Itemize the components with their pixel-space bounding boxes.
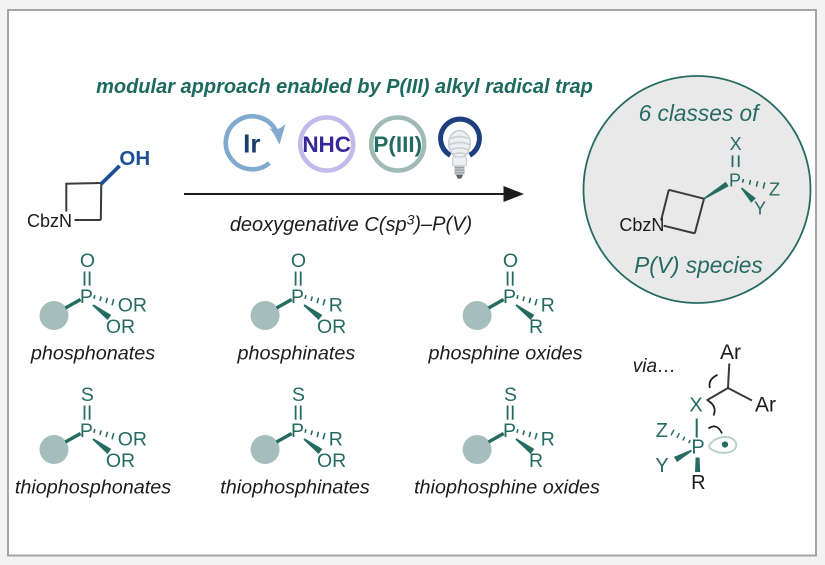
svg-text:R: R — [691, 472, 705, 494]
svg-text:R: R — [541, 429, 555, 451]
svg-text:R: R — [541, 295, 555, 317]
svg-text:O: O — [291, 250, 306, 272]
svg-text:Z: Z — [656, 420, 668, 442]
svg-text:CbzN: CbzN — [619, 215, 664, 235]
svg-text:X: X — [689, 395, 702, 417]
svg-text:OR: OR — [118, 295, 147, 317]
svg-text:OR: OR — [106, 450, 135, 472]
svg-text:R: R — [329, 295, 343, 317]
svg-text:P: P — [503, 420, 516, 442]
svg-text:OH: OH — [119, 147, 150, 170]
svg-text:CbzN: CbzN — [27, 211, 72, 231]
svg-text:thiophosphinates: thiophosphinates — [220, 477, 370, 499]
svg-text:R: R — [329, 429, 343, 451]
svg-text:S: S — [81, 384, 94, 406]
svg-text:P(V) species: P(V) species — [634, 252, 763, 278]
svg-text:6 classes of: 6 classes of — [639, 100, 761, 126]
svg-text:P(III): P(III) — [373, 132, 422, 157]
svg-text:P: P — [691, 437, 704, 459]
svg-text:via…: via… — [633, 356, 676, 377]
svg-text:deoxygenative C(sp3)–P(V): deoxygenative C(sp3)–P(V) — [230, 212, 472, 237]
svg-text:OR: OR — [106, 316, 135, 338]
svg-text:P: P — [729, 171, 741, 191]
svg-text:Ar: Ar — [755, 394, 776, 417]
svg-text:X: X — [730, 134, 742, 154]
svg-text:S: S — [504, 384, 517, 406]
svg-text:P: P — [291, 286, 304, 308]
svg-text:O: O — [503, 250, 518, 272]
svg-text:NHC: NHC — [302, 132, 351, 157]
svg-text:thiophosphonates: thiophosphonates — [15, 477, 171, 499]
svg-text:phosphinates: phosphinates — [237, 343, 356, 365]
svg-text:O: O — [80, 250, 95, 272]
svg-text:OR: OR — [317, 450, 346, 472]
svg-text:P: P — [80, 420, 93, 442]
svg-text:Z: Z — [769, 179, 780, 200]
svg-text:Y: Y — [754, 199, 766, 219]
svg-text:Ir: Ir — [243, 128, 260, 158]
svg-text:thiophosphine oxides: thiophosphine oxides — [414, 477, 600, 499]
svg-text:S: S — [292, 384, 305, 406]
svg-text:phosphine oxides: phosphine oxides — [428, 343, 583, 365]
svg-text:OR: OR — [317, 316, 346, 338]
svg-text:P: P — [291, 420, 304, 442]
svg-text:phosphonates: phosphonates — [30, 343, 155, 365]
svg-text:modular approach enabled by P(: modular approach enabled by P(III) alkyl… — [96, 76, 593, 98]
svg-text:Y: Y — [655, 455, 668, 477]
svg-text:R: R — [529, 316, 543, 338]
svg-text:P: P — [503, 286, 516, 308]
svg-text:P: P — [80, 286, 93, 308]
svg-text:R: R — [529, 450, 543, 472]
svg-text:Ar: Ar — [720, 341, 741, 364]
svg-text:OR: OR — [118, 429, 147, 451]
